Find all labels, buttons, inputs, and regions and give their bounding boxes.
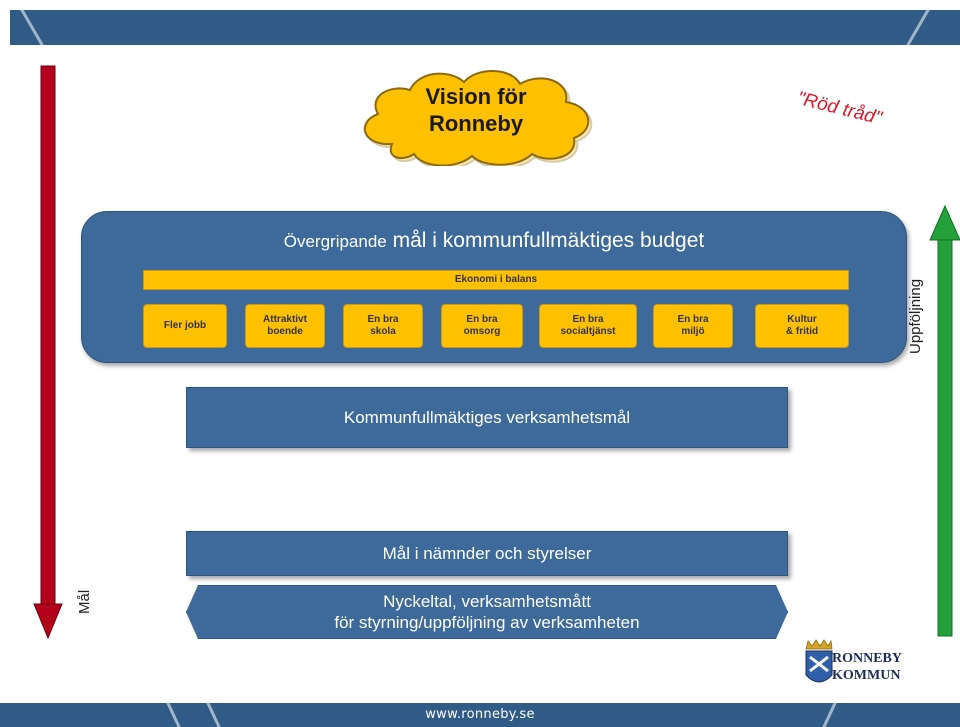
- ekonomi-bar: Ekonomi i balans: [143, 270, 849, 290]
- panel-title-lead: Övergripande: [283, 232, 387, 251]
- council-operational-goals: Kommunfullmäktiges verksamhetsmål: [186, 387, 788, 448]
- vision-title: Vision för Ronneby: [352, 83, 600, 137]
- goal-box: En bra omsorg: [441, 304, 523, 348]
- goal-box: Fler jobb: [143, 304, 227, 348]
- panel-title: Övergripande mål i kommunfullmäktiges bu…: [82, 229, 906, 253]
- red-thread-label: "Röd tråd": [794, 88, 884, 130]
- overarching-goals-panel: Övergripande mål i kommunfullmäktiges bu…: [81, 211, 907, 363]
- up-arrow-label: Uppföljning: [907, 278, 924, 354]
- goal-box: Kultur & fritid: [755, 304, 849, 348]
- panel-title-rest: mål i kommunfullmäktiges budget: [392, 229, 705, 252]
- vision-cloud: [363, 69, 593, 166]
- up-arrow-icon: [929, 204, 960, 637]
- ronneby-logo: [805, 639, 833, 683]
- goal-box: En bra miljö: [653, 304, 733, 348]
- banner-stroke: [900, 10, 933, 45]
- banner-stroke: [17, 10, 50, 45]
- footer-url[interactable]: www.ronneby.se: [425, 707, 535, 722]
- logo-line-2: KOMMUN: [832, 668, 901, 683]
- key-figures: Nyckeltal, verksamhetsmått för styrning/…: [186, 585, 788, 639]
- down-arrow-label: Mål: [76, 589, 93, 614]
- board-goals: Mål i nämnder och styrelser: [186, 531, 788, 576]
- down-arrow-icon: [33, 65, 63, 640]
- logo-line-1: RONNEBY: [832, 651, 903, 666]
- vision-line-2: Ronneby: [428, 111, 524, 136]
- logo-text: RONNEBY KOMMUN: [832, 650, 902, 684]
- goal-box: En bra skola: [343, 304, 423, 348]
- top-banner: [10, 10, 960, 45]
- vision-line-1: Vision för: [425, 84, 527, 109]
- footer-banner: www.ronneby.se: [0, 703, 960, 727]
- goal-box: Attraktivt boende: [245, 304, 325, 348]
- goal-box: En bra socialtjänst: [539, 304, 637, 348]
